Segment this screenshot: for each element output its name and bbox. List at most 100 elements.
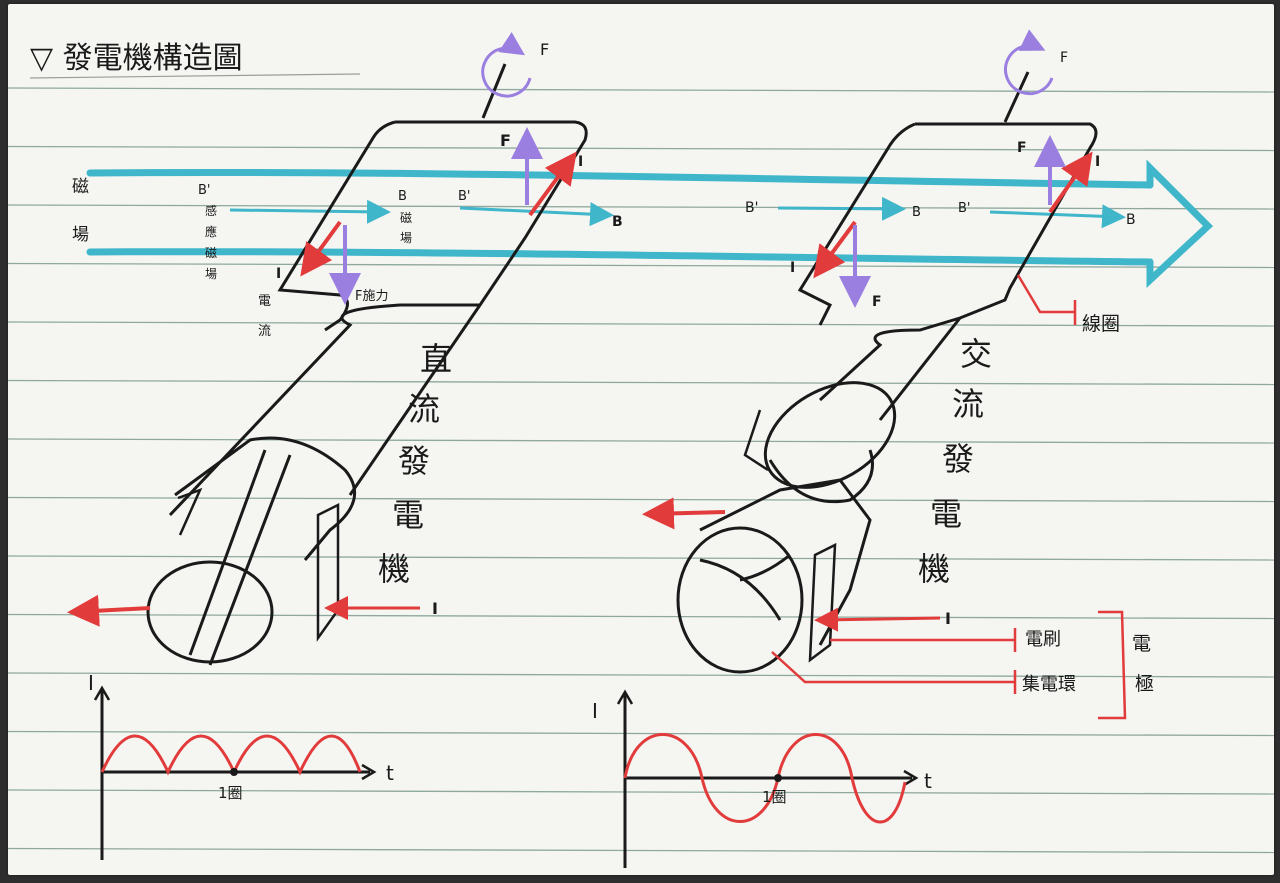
dc-commutator-end xyxy=(146,560,274,664)
ac-brush-label: 電刷 xyxy=(1025,629,1061,650)
ac-axle-top xyxy=(1003,71,1030,123)
dc-commutator-split-b xyxy=(208,454,292,666)
ac-force-top-label: F xyxy=(1017,140,1027,156)
ac-graph-period-mark xyxy=(774,774,782,782)
dc-rotation-icon xyxy=(481,32,532,98)
dc-rotation-label: F xyxy=(540,40,549,59)
rule-line xyxy=(7,262,1275,269)
ac-ring-body xyxy=(699,478,872,646)
dc-generator-name: 直 流 發 電 機 xyxy=(378,340,462,588)
title-underline xyxy=(29,73,361,79)
ac-slip-ring-1 xyxy=(763,381,897,489)
ac-b-prime-mid-label: B' xyxy=(958,201,971,216)
ac-current-left-arrow xyxy=(813,220,857,279)
dc-commutator-split-a xyxy=(188,449,267,656)
dc-current-out-label: I xyxy=(432,599,438,618)
ac-slip-ring-callout xyxy=(771,651,1017,694)
ac-current-out-arrow xyxy=(642,497,726,530)
rule-line xyxy=(7,789,1275,795)
ac-current-in-arrow xyxy=(814,607,941,632)
dc-force-label: F施力 xyxy=(355,289,388,304)
ac-coil-callout xyxy=(1016,274,1077,325)
dc-current-out-arrow xyxy=(67,594,151,627)
dc-current-top-arrow xyxy=(528,151,577,217)
ac-slip-ring-label: 集電環 xyxy=(1022,674,1076,695)
dc-current-top-label: I xyxy=(578,154,583,170)
dc-b-prime-note: 感 應 磁 場 xyxy=(205,203,221,281)
ac-slip-ring-2-inner xyxy=(699,553,791,621)
rule-line xyxy=(7,145,1275,152)
ac-current-out-label: I xyxy=(945,609,951,628)
rule-line xyxy=(7,555,1275,561)
dc-brush-left xyxy=(177,487,203,536)
rule-line xyxy=(7,204,1275,210)
rule-line xyxy=(7,672,1275,678)
ac-b-arrow-label: B xyxy=(1126,212,1136,228)
dc-b-prime-mid-label: B' xyxy=(458,189,471,204)
dc-current-left-label: I xyxy=(276,266,281,282)
dc-graph-x-arrow xyxy=(361,763,377,781)
ac-current-top-label: I xyxy=(1095,154,1100,170)
dc-current-left-arrow xyxy=(300,220,342,277)
rule-line xyxy=(7,613,1275,620)
dc-current-label: 電 流 xyxy=(258,294,275,339)
ac-b-arrow-left xyxy=(777,196,906,221)
ac-electrode-label: 電 極 xyxy=(1132,633,1157,695)
dc-graph-period-label: 1圈 xyxy=(218,784,243,802)
field-line-top xyxy=(86,168,1154,189)
dc-b-right-label: B xyxy=(398,189,407,204)
ac-brush-callout xyxy=(830,628,1017,652)
ac-graph-x-arrow xyxy=(903,769,919,787)
ac-b-mid-label: B xyxy=(912,205,921,220)
rule-line xyxy=(7,379,1275,386)
dc-coil xyxy=(168,120,588,517)
ac-coil-label: 線圈 xyxy=(1082,313,1120,335)
dc-current-graph: I t 1圈 xyxy=(88,671,394,860)
ac-slip-ring-2 xyxy=(676,526,804,674)
dc-b-arrow-left xyxy=(229,199,391,224)
ac-graph-y-arrow xyxy=(616,689,634,705)
dc-force-top-label: F xyxy=(500,131,511,150)
dc-b-right-note: 磁 場 xyxy=(400,210,416,245)
ac-force-bottom-label: F xyxy=(872,294,882,310)
ac-brush-upper xyxy=(743,409,769,472)
ac-graph-y-label: I xyxy=(592,699,598,723)
field-line-bottom xyxy=(86,248,1154,266)
ac-rotation-label: F xyxy=(1060,50,1068,66)
dc-graph-curve xyxy=(100,734,362,776)
ac-graph-x-label: t xyxy=(924,769,932,793)
rule-line xyxy=(7,321,1275,327)
rule-line xyxy=(7,847,1275,854)
ac-b-arrow-right xyxy=(989,204,1126,229)
rule-line xyxy=(7,438,1275,444)
rule-line xyxy=(7,87,1275,93)
ac-current-top-arrow xyxy=(1048,151,1093,214)
ac-generator-name: 交 流 發 電 機 xyxy=(918,335,1002,588)
ac-slip-ring-1-inner xyxy=(768,449,874,504)
ac-current-graph: I t 1圈 xyxy=(592,689,932,868)
ac-brush-lower xyxy=(808,542,837,663)
ac-rotation-icon xyxy=(1004,29,1054,96)
ac-current-left-label: I xyxy=(790,260,795,276)
dc-graph-y-arrow xyxy=(93,685,111,701)
ruled-lines xyxy=(7,87,1275,854)
dc-graph-period-mark xyxy=(230,768,238,776)
dc-graph-y-label: I xyxy=(88,671,94,695)
rule-line xyxy=(7,730,1275,737)
dc-b-arrow-label: B xyxy=(612,214,623,230)
ac-generator: F F I B' B B' B I F I 線圈 電刷 集電 xyxy=(642,29,1157,720)
ac-b-prime-left-label: B' xyxy=(745,200,758,216)
magnetic-field-lines xyxy=(86,159,1214,289)
dc-b-prime-left-label: B' xyxy=(198,183,211,198)
ac-electrode-bracket xyxy=(1098,610,1127,720)
dc-magnetic-field-label: 磁 場 xyxy=(72,177,94,245)
dc-graph-x-label: t xyxy=(386,761,394,785)
field-b-arrows xyxy=(229,196,1126,229)
rule-line xyxy=(7,496,1275,503)
dc-commutator-body xyxy=(174,436,356,561)
dc-generator: F F I I I F施力 B B' B B' 磁 場 感 xyxy=(67,32,623,666)
page-title: ▽ 發電機構造圖 xyxy=(30,41,243,76)
field-big-arrow-head xyxy=(1146,159,1214,289)
ac-graph-period-label: 1圈 xyxy=(762,788,787,806)
